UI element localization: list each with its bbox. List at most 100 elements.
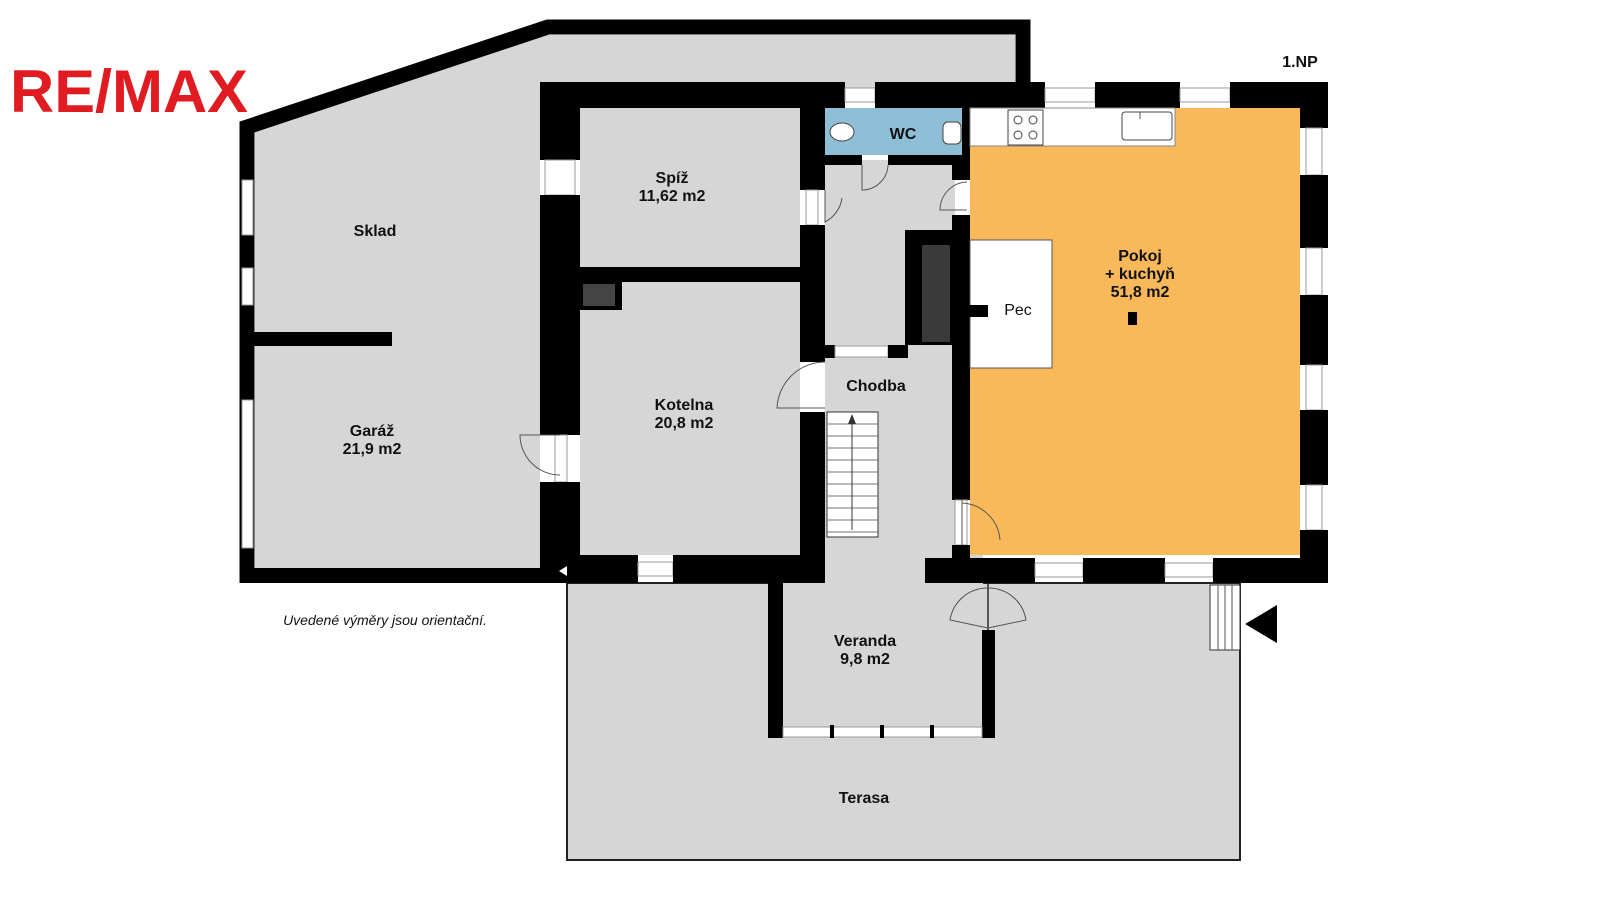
- mullion: [830, 725, 834, 738]
- small-arrow-icon: [559, 566, 567, 576]
- wall-segment: [952, 545, 970, 558]
- wall-segment: [925, 558, 1035, 583]
- doors: [519, 164, 1027, 630]
- chimney-inner: [922, 245, 950, 342]
- spiz-label: Spíž: [656, 170, 689, 187]
- room-labels: WC Spíž 11,62 m2 Sklad Pokoj + kuchyň 51…: [283, 126, 1175, 807]
- burner: [1028, 130, 1038, 140]
- burner: [1028, 115, 1038, 125]
- wall-segment: [800, 412, 825, 583]
- entrance-arrow-icon: [1245, 605, 1277, 643]
- window: [834, 345, 889, 358]
- wall-segment: [1300, 295, 1328, 365]
- window: [1305, 364, 1323, 411]
- wall-segment: [875, 82, 1045, 108]
- chodba-label: Chodba: [846, 378, 906, 395]
- door-swing: [949, 587, 989, 629]
- wall-segment: [1300, 82, 1328, 128]
- pec-flue: [966, 305, 988, 317]
- kotelna-floor: [580, 282, 800, 555]
- window: [1179, 87, 1231, 103]
- boiler-inner: [583, 284, 615, 306]
- wall-segment: [962, 108, 970, 165]
- kotelna-label: Kotelna: [655, 397, 714, 414]
- wc-basin-icon: [942, 121, 962, 145]
- stair-arrow-head: [848, 414, 856, 424]
- wc-label: WC: [890, 126, 917, 143]
- wall-segment: [540, 195, 580, 435]
- kotelna-area: 20,8 m2: [655, 415, 714, 432]
- pec-label: Pec: [1004, 302, 1032, 319]
- sink-icon: [1121, 111, 1173, 141]
- burner: [1013, 115, 1023, 125]
- wall-segment: [540, 82, 845, 108]
- window: [637, 561, 674, 577]
- wall-segment: [982, 630, 995, 738]
- wall-segment: [565, 555, 638, 583]
- wall-segment: [800, 225, 825, 362]
- wall-segment: [825, 345, 835, 358]
- window: [1305, 484, 1323, 531]
- sklad-label: Sklad: [354, 223, 397, 240]
- main-walls: [540, 82, 1328, 738]
- floor-label: 1.NP: [1282, 54, 1318, 71]
- window: [1305, 247, 1323, 296]
- wc-toilet-icon: [829, 122, 855, 142]
- garaz-label: Garáž: [350, 423, 394, 440]
- window: [1044, 87, 1096, 103]
- remax-logo: RE/MAX: [10, 58, 248, 125]
- wall-segment: [1300, 175, 1328, 248]
- wall-segment: [800, 82, 825, 190]
- window: [241, 179, 254, 236]
- disclaimer-note: Uvedené výměry jsou orientační.: [283, 612, 487, 628]
- window: [241, 267, 254, 306]
- door-swing: [987, 587, 1027, 629]
- mullion: [930, 725, 934, 738]
- door-swing: [939, 181, 968, 211]
- pec-stove: [969, 239, 1053, 369]
- window: [544, 159, 576, 196]
- wall-segment: [1213, 558, 1328, 583]
- burner: [1013, 130, 1023, 140]
- pokoj-label-2: + kuchyň: [1105, 266, 1175, 283]
- wall-segment: [1095, 82, 1180, 108]
- fixtures: [580, 107, 1176, 369]
- window: [241, 399, 254, 549]
- door-frame: [954, 499, 968, 546]
- entrance: [559, 566, 1277, 651]
- wall-segment: [888, 155, 962, 165]
- wall-segment: [768, 583, 783, 738]
- wall-segment: [952, 160, 970, 180]
- window: [1305, 127, 1323, 176]
- sklad-walls: [239, 19, 1031, 583]
- terasa-label: Terasa: [839, 790, 890, 807]
- pokoj-area: 51,8 m2: [1111, 284, 1170, 301]
- door-swing: [961, 500, 1001, 545]
- window: [1034, 562, 1084, 578]
- wall-segment: [888, 345, 908, 358]
- sklad-garaz-floor: [255, 35, 1015, 570]
- spiz-floor: [580, 108, 800, 267]
- wall-segment: [540, 82, 580, 160]
- wall-segment: [580, 267, 800, 282]
- door-swing: [776, 361, 826, 409]
- wall-segment: [952, 215, 970, 500]
- door-frame: [805, 189, 819, 226]
- door-swing: [824, 190, 843, 223]
- garaz-divider-wall: [240, 332, 392, 346]
- pokoj-label: Pokoj: [1118, 248, 1162, 265]
- wall-segment: [825, 155, 862, 165]
- mullion: [880, 725, 884, 738]
- wall-segment: [1300, 410, 1328, 485]
- wall-segment: [673, 555, 825, 583]
- veranda-area: 9,8 m2: [840, 651, 890, 668]
- wall-segment: [1083, 558, 1165, 583]
- staircase: [826, 411, 879, 538]
- window: [844, 87, 876, 103]
- veranda-floor: [783, 555, 983, 727]
- stove-icon: [1007, 109, 1044, 146]
- window: [1164, 562, 1214, 578]
- door-swing: [861, 164, 889, 191]
- door-swing: [519, 434, 561, 476]
